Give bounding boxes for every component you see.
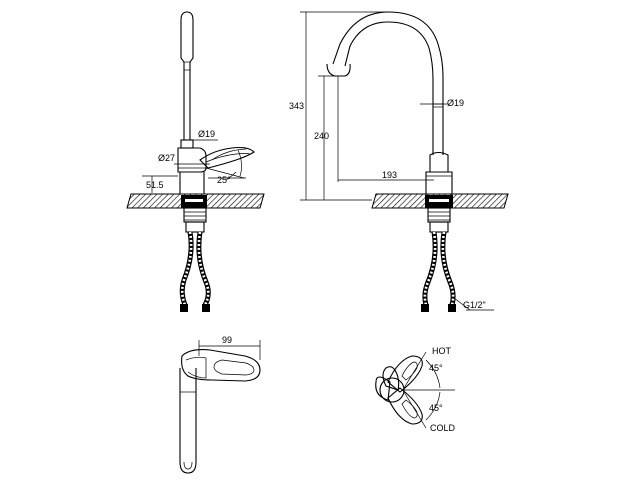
front-view: 343 240 Ø19 193 G1/2" [289, 11, 509, 312]
side-view-dimensions [142, 139, 246, 193]
side-view-deck [126, 193, 265, 233]
side-body-diameter-label: Ø27 [158, 153, 175, 163]
cold-label: COLD [430, 423, 456, 433]
front-view-body [425, 151, 453, 197]
top-view-spout [179, 368, 197, 474]
spout-reach-label: 193 [382, 170, 397, 180]
cold-angle-label: 45° [429, 403, 443, 413]
rotation-view: HOT 45° 45° COLD [375, 346, 456, 433]
side-view: Ø19 Ø27 51.5 25° [126, 11, 265, 312]
top-view-lever [181, 349, 261, 382]
front-view-spout [326, 11, 444, 155]
front-view-dimensions [300, 11, 494, 311]
total-height-label: 343 [289, 101, 304, 111]
top-view: 99 [179, 335, 261, 474]
front-view-hoses [421, 231, 456, 312]
side-deck-height-label: 51.5 [146, 180, 164, 190]
hose-thread-label: G1/2" [463, 300, 486, 310]
side-lever-angle-label: 25° [217, 175, 231, 185]
hot-angle-label: 45° [429, 363, 443, 373]
side-view-lever [199, 146, 255, 179]
side-view-body [177, 139, 207, 195]
side-pipe-diameter-label: Ø19 [198, 129, 215, 139]
lever-length-label: 99 [222, 335, 232, 345]
top-view-dimensions [198, 340, 261, 360]
hot-label: HOT [432, 346, 452, 356]
spout-height-label: 240 [314, 131, 329, 141]
rotation-view-dimensions [403, 351, 455, 429]
side-view-hoses [179, 231, 211, 312]
front-pipe-diameter-label: Ø19 [447, 98, 464, 108]
front-view-deck [371, 193, 509, 233]
side-view-pipe [180, 11, 194, 141]
